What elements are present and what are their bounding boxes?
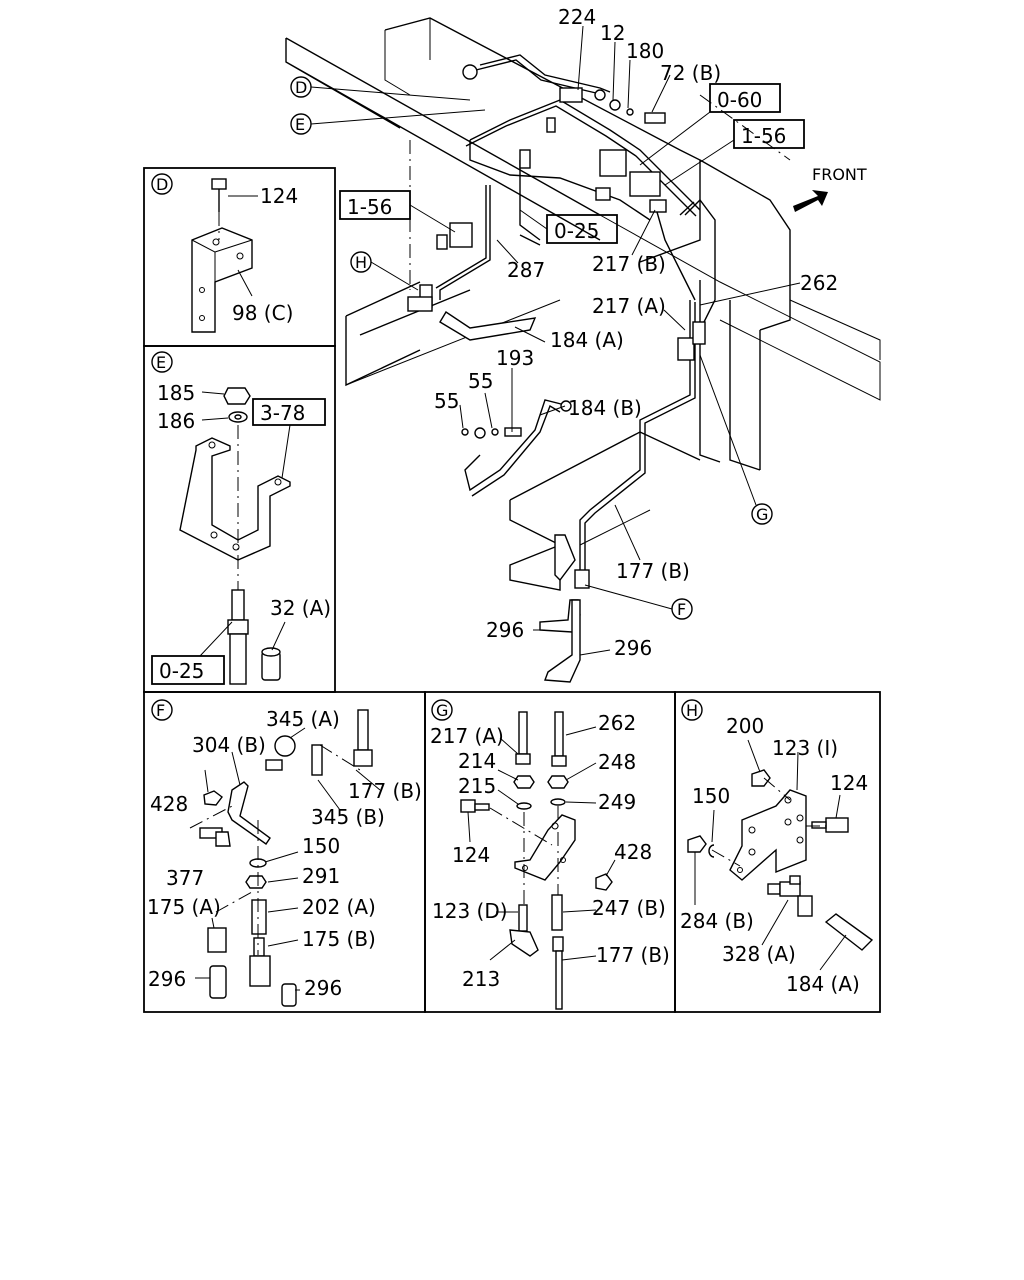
svg-text:3-78: 3-78 [260, 401, 305, 425]
part-label: 177 (B) [348, 779, 422, 803]
part-label: 284 (B) [680, 909, 754, 933]
ref-box-0-25 [151, 655, 225, 685]
part-label: 217 (A) [430, 724, 504, 748]
svg-text:E: E [156, 353, 166, 372]
part-label: 124 [260, 184, 298, 208]
part-label: 248 [598, 750, 636, 774]
part-label: 175 (A) [147, 895, 221, 919]
ref-box-text: 0-25 [554, 219, 599, 243]
part-label: 296 [486, 618, 524, 642]
detail-g-marker [431, 699, 453, 721]
part-label: 296 [614, 636, 652, 660]
svg-text:D: D [295, 78, 307, 97]
svg-text:H: H [355, 253, 367, 272]
part-label: 12 [600, 21, 625, 45]
svg-text:F: F [677, 600, 686, 619]
svg-text:G: G [756, 505, 768, 524]
part-label: 55 [468, 369, 493, 393]
ref-circle-g [751, 503, 773, 525]
part-label: 345 (B) [311, 805, 385, 829]
part-label: 124 [830, 771, 868, 795]
part-label: 328 (A) [722, 942, 796, 966]
part-label: 177 (B) [616, 559, 690, 583]
ref-box-3-78 [252, 398, 326, 426]
part-label: 224 [558, 5, 596, 29]
detail-d-marker [151, 173, 173, 195]
part-label: 214 [458, 749, 496, 773]
part-label: 202 (A) [302, 895, 376, 919]
part-label: 177 (B) [596, 943, 670, 967]
detail-e-panel: E 3-78 0-25 185 186 32 (A) [143, 345, 336, 693]
ref-box-text: 0-60 [717, 88, 762, 112]
part-label: 193 [496, 346, 534, 370]
ref-box-text: 1-56 [741, 124, 786, 148]
part-label: 287 [507, 258, 545, 282]
svg-text:G: G [436, 701, 448, 720]
detail-h-panel: H 200 123 (I) 150 124 284 (B) 328 (A) [674, 691, 881, 1013]
part-label: 428 [150, 792, 188, 816]
part-label: 184 (A) [550, 328, 624, 352]
part-label: 150 [302, 834, 340, 858]
detail-g-panel: G 217 (A) 262 214 248 215 [424, 691, 676, 1013]
main-assembly: FRONT 0-60 1-56 1-56 0-25 D E H G F 224 … [285, 5, 881, 683]
part-label: 249 [598, 790, 636, 814]
part-label: 377 [166, 866, 204, 890]
part-label: 180 [626, 39, 664, 63]
svg-text:E: E [295, 115, 305, 134]
part-label: 213 [462, 967, 500, 991]
part-label: 345 (A) [266, 707, 340, 731]
part-label: 296 [148, 967, 186, 991]
part-label: 215 [458, 774, 496, 798]
part-label: 247 (B) [592, 896, 666, 920]
part-label: 200 [726, 714, 764, 738]
part-label: 262 [800, 271, 838, 295]
part-label: 217 (A) [592, 294, 666, 318]
part-label: 175 (B) [302, 927, 376, 951]
detail-d-panel: D 124 98 (C) [143, 167, 336, 347]
part-label: 184 (B) [568, 396, 642, 420]
svg-text:H: H [686, 701, 698, 720]
part-label: 123 (I) [772, 736, 838, 760]
part-label: 428 [614, 840, 652, 864]
detail-f-marker [151, 699, 173, 721]
detail-h-marker [681, 699, 703, 721]
part-label: 150 [692, 784, 730, 808]
svg-text:F: F [156, 701, 165, 720]
ref-box-1-56 [733, 119, 805, 149]
part-label: 124 [452, 843, 490, 867]
part-label: 72 (B) [660, 61, 721, 85]
detail-e-marker [151, 351, 173, 373]
part-label: 186 [157, 409, 195, 433]
part-label: 185 [157, 381, 195, 405]
part-label: 262 [598, 711, 636, 735]
ref-box-text: 1-56 [347, 195, 392, 219]
part-label: 291 [302, 864, 340, 888]
svg-text:0-25: 0-25 [159, 659, 204, 683]
part-label: 296 [304, 976, 342, 1000]
part-label: 98 (C) [232, 301, 293, 325]
part-label: 184 (A) [786, 972, 860, 996]
front-label: FRONT [812, 165, 867, 184]
part-label: 304 (B) [192, 733, 266, 757]
detail-f-panel: F 345 (A) 304 (B) 428 177 (B) [143, 691, 426, 1013]
part-label: 55 [434, 389, 459, 413]
part-label: 217 (B) [592, 252, 666, 276]
ref-box-0-60 [709, 83, 781, 113]
part-label: 32 (A) [270, 596, 331, 620]
svg-text:D: D [156, 175, 168, 194]
part-label: 123 (D) [432, 899, 508, 923]
